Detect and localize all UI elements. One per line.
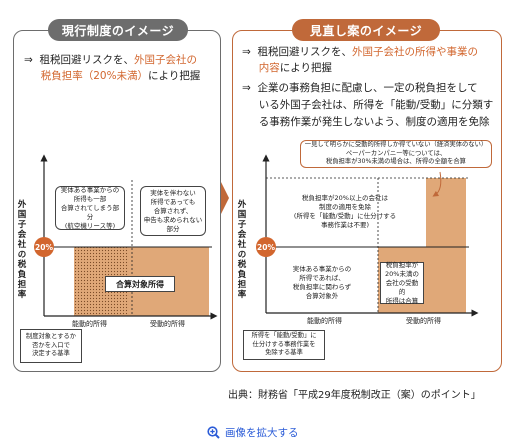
left-note: 制度対象とするか否かを入口で決定する基準 [20,329,82,363]
paper-company-region [426,178,466,313]
left-x-passive-label: 受動的所得 [150,320,185,328]
right-box-not-taxed: 実体ある事業からの所得であれば、 税負担率に関わらず合算対象外 [292,265,352,300]
right-bullet-2: ⇒ 企業の事務負担に配慮し、一定の税負担をして いる外国子会社は、所得を「能動/… [242,82,494,128]
zoom-image-label[interactable]: 画像を拡大する [225,427,299,439]
right-box-exempt: 税負担率が20%以上の会社は制度の適用を免除 (所得を「能動/受動」に仕分けする… [293,194,397,229]
right-panel-header: 見直し案のイメージ [292,19,440,41]
left-y-axis-label: 外国子会社の税負担率 [17,200,27,300]
source-credit: 出典：財務省「平成29年度税制改正（案）のポイント」 [228,390,481,401]
right-note: 所得を「能動/受動」に仕分けする事務作業を免除する基準 [243,330,325,360]
left-box-no-substance: 実体を伴わない所得であっても 合算されず、申告も求められない 部分 [140,186,206,236]
left-rate-badge: 20% [34,237,54,257]
right-callout: 一見して明らかに受動的所得しか得ていない（経済実体のない）ペーパーカンパニー等に… [300,140,492,168]
left-box-real-entity: 実体ある事業からの所得も一部 合算されてしまう部分(航空機リース等) [55,186,125,230]
right-x-active-label: 能動的所得 [307,317,342,325]
left-panel-header: 現行制度のイメージ [48,19,188,41]
right-bullet-1: ⇒ 租税回避リスクを、外国子会社の所得や事業の 内容により把握 [242,46,478,74]
right-x-passive-label: 受動的所得 [406,317,441,325]
left-taxable-income-label: 合算対象所得 [105,276,175,292]
transition-arrow-icon [221,182,229,214]
left-bullet: ⇒ 租税回避リスクを、外国子会社の 税負担率（20%未満）により把握 [24,54,201,82]
right-y-axis-label: 外国子会社の税負担率 [237,200,247,300]
zoom-image-link[interactable]: 画像を拡大する [207,425,299,440]
zoom-in-icon [207,426,220,439]
left-x-active-label: 能動的所得 [72,320,107,328]
right-rate-badge: 20% [256,237,276,257]
